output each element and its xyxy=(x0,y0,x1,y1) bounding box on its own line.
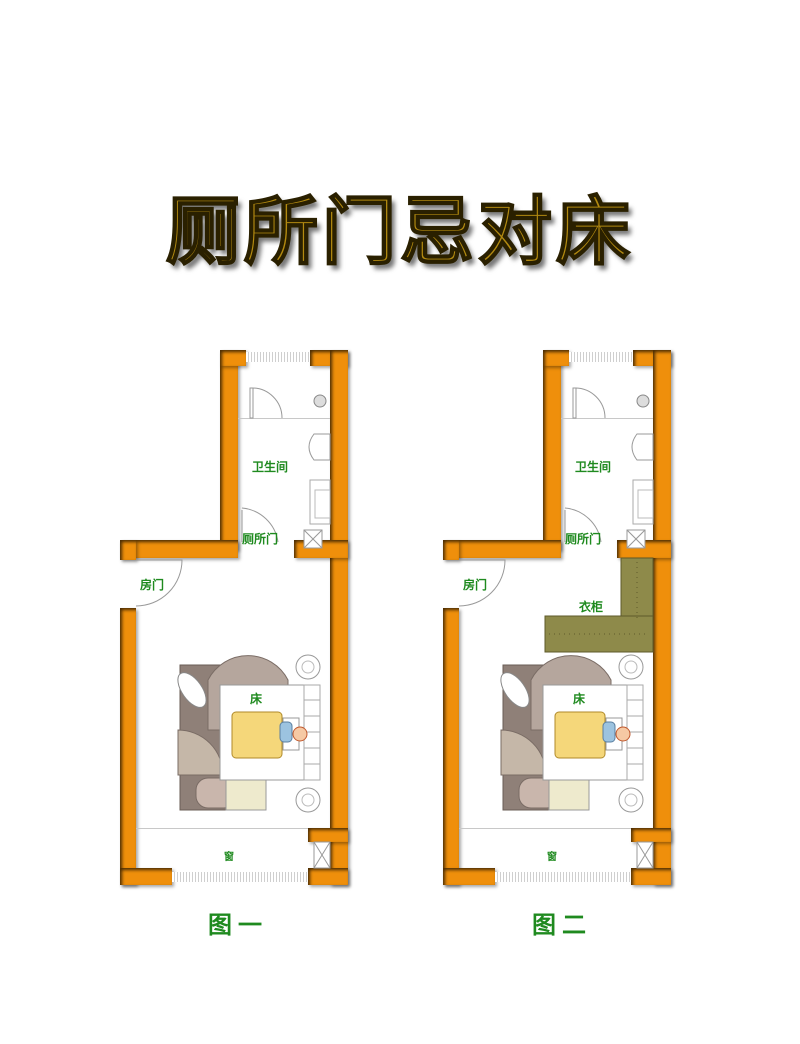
wardrobe-label: 衣柜 xyxy=(579,600,604,614)
room-door-label: 房门 xyxy=(140,578,165,592)
wall xyxy=(653,350,671,885)
wall xyxy=(120,868,172,885)
wall xyxy=(220,350,246,366)
bedroom-window xyxy=(172,872,308,882)
partition-line xyxy=(561,418,653,419)
wall xyxy=(543,350,569,366)
wall xyxy=(631,868,671,885)
floor-plan-2: 卫生间 厕所门 房门 衣柜 床 窗 xyxy=(441,350,673,885)
wall xyxy=(120,608,136,885)
wall xyxy=(443,540,459,560)
page-title: 厕所门忌对床 xyxy=(165,188,634,276)
caption-figure-2: 图二 xyxy=(532,911,592,939)
wall xyxy=(443,868,495,885)
toilet-door-label: 厕所门 xyxy=(565,532,602,546)
wall xyxy=(443,608,459,885)
wall xyxy=(631,828,671,842)
wall xyxy=(220,350,238,550)
bed-label: 床 xyxy=(250,692,263,706)
bathroom-window xyxy=(246,352,310,362)
wall xyxy=(543,350,561,550)
bedroom-window xyxy=(495,872,631,882)
caption-figure-1: 图一 xyxy=(208,911,268,939)
wall xyxy=(330,350,348,885)
toilet-door-label: 厕所门 xyxy=(242,532,279,546)
wall xyxy=(308,868,348,885)
bedroom-divider-line xyxy=(459,828,631,829)
bathroom-label: 卫生间 xyxy=(575,460,612,474)
partition-line xyxy=(238,418,330,419)
room-door-label: 房门 xyxy=(463,578,488,592)
wall xyxy=(120,540,136,560)
room-fixtures xyxy=(458,387,654,869)
window-label: 窗 xyxy=(547,852,557,863)
floor-plan-1: 卫生间 厕所门 房门 床 窗 xyxy=(118,350,350,885)
bathroom-window xyxy=(569,352,633,362)
window-label: 窗 xyxy=(224,852,234,863)
bed-label: 床 xyxy=(573,692,586,706)
bathroom-fixtures xyxy=(135,387,331,869)
bedroom-divider-line xyxy=(136,828,308,829)
wall xyxy=(308,828,348,842)
wall xyxy=(443,540,561,558)
wall xyxy=(120,540,238,558)
bathroom-label: 卫生间 xyxy=(252,460,289,474)
